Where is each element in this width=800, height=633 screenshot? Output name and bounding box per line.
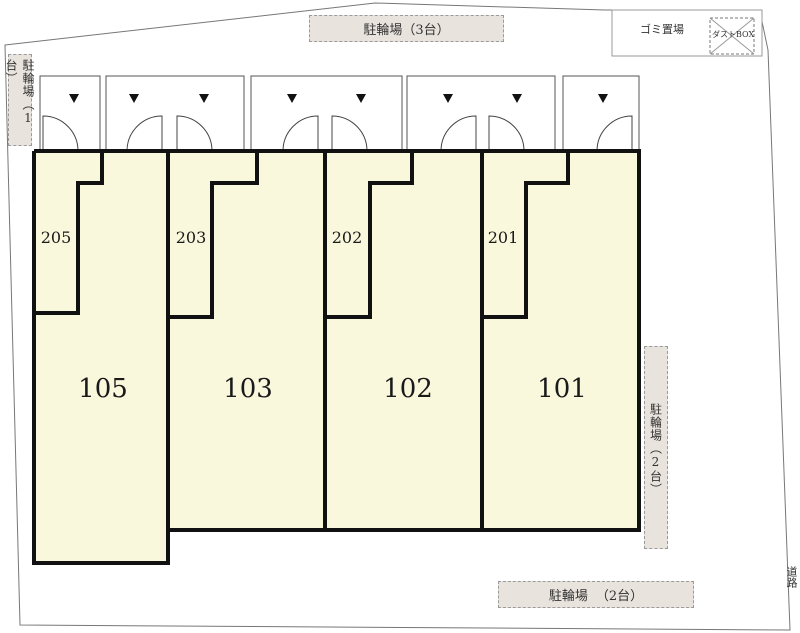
delivery-box-label: ダストBOX	[712, 30, 755, 39]
bike-parking-bottom-label: 駐輪場	[548, 589, 588, 604]
door-swings	[42, 115, 633, 152]
road-label: 道路	[785, 566, 798, 588]
unit-fills	[34, 151, 639, 563]
unit-202-label: 202	[332, 228, 363, 247]
unit-205-label: 205	[41, 228, 72, 247]
bike-parking-left-label: 駐輪場（1台）	[4, 59, 35, 126]
bike-parking-bottom: 駐輪場 （2台）	[498, 581, 694, 608]
garbage-label: ゴミ置場	[640, 23, 684, 36]
outer-walls	[32, 149, 641, 565]
entrance-arrows	[69, 94, 608, 103]
bike-parking-top-label: 駐輪場（3台）	[363, 23, 450, 38]
bike-parking-right: 駐輪場（2台）	[644, 346, 668, 549]
unit-102-label: 102	[383, 374, 433, 404]
bike-parking-top: 駐輪場（3台）	[309, 15, 504, 42]
unit-201-label: 201	[488, 228, 519, 247]
upper-unit-walls	[34, 151, 570, 319]
bike-parking-left: 駐輪場（1台）	[4, 54, 35, 146]
unit-105-label: 105	[78, 374, 128, 404]
unit-101-label: 101	[537, 374, 587, 404]
porches	[39, 75, 640, 152]
bike-parking-bottom-count: （2台）	[595, 589, 644, 604]
unit-103-label: 103	[223, 374, 273, 404]
unit-203-label: 203	[176, 228, 207, 247]
bike-parking-right-label: 駐輪場（2台）	[648, 403, 663, 496]
